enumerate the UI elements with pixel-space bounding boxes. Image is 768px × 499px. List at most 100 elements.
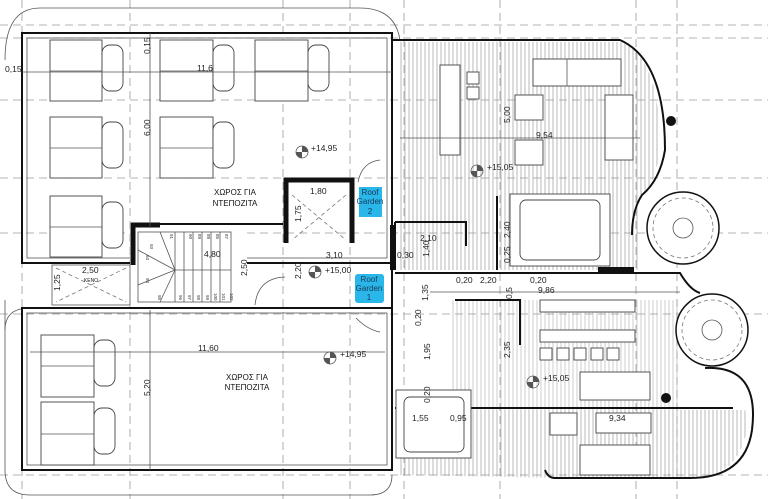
level-marker: +14,95 [323,349,367,365]
wc-room [390,196,498,270]
plan-label: 1,25 [52,274,62,291]
plan-label: 2,50 [82,265,99,275]
terrace-inner-wall [395,272,701,345]
lower-boundary [4,307,31,331]
plan-label: 89 [197,234,202,240]
level-markers: +14,95 +15,00 +14,95 +15,05 +15,05 [295,143,570,389]
room-label-storage-upper: ΝΤΕΠΟΖΙΤΑ [213,199,258,208]
door-swing [355,317,381,333]
bed [49,116,103,179]
void-opening: ΚΕΝΟ [51,264,131,306]
pillow [212,44,235,92]
plan-label: 1,55 [412,413,429,423]
pillow [101,121,124,169]
plan-label: 90 [188,234,193,240]
room-label-storage-lower: ΝΤΕΠΟΖΙΤΑ [225,383,270,392]
jacuzzi-basin [519,199,601,261]
plan-label: 1 [367,293,372,302]
plan-label: 94 [145,278,150,284]
plan-label: 9,86 [538,285,555,295]
plan-label: 0,15 [5,64,22,74]
beds-upper [49,39,330,258]
pillow [101,44,124,92]
plan-label: 0,30 [397,250,414,260]
pillow [212,121,235,169]
level-label: +15,05 [543,373,570,383]
level-label: +14,95 [340,349,367,359]
plan-label: Roof [361,275,379,284]
plan-label: 5,00 [502,106,512,123]
plan-label: 96 [178,295,183,301]
plan-label: 0,5 [504,287,514,299]
door-swing [254,276,286,306]
pillow [93,407,116,455]
plan-label: 2,50 [239,259,249,276]
level-label: +15,00 [325,265,352,275]
plan-label: 3,10 [326,250,343,260]
plan-label: 85 [215,234,220,240]
plan-label: 93 [145,255,150,261]
wall-block [598,267,634,274]
plan-label: 2 [368,207,373,216]
plan-label: 2,20 [480,275,497,285]
door-swing [357,159,381,183]
level-marker: +15,05 [470,162,514,178]
bed [159,116,214,179]
lift-shaft [283,177,355,243]
room-label-storage-upper: ΧΩΡΟΣ ΓΙΑ [214,188,257,197]
plan-label: 9,34 [609,413,626,423]
room-label-storage-lower: ΧΩΡΟΣ ΓΙΑ [226,373,269,382]
pillow [307,44,330,92]
plan-label: 100 [213,293,218,301]
level-marker: +14,95 [295,143,338,159]
stair-treads [137,231,231,303]
stair-flight [137,231,232,303]
plan-label: 0,95 [450,413,467,423]
plan-label: Roof [362,188,380,197]
terrace-furniture [439,58,652,476]
plan-label: 2,40 [502,221,512,238]
plan-label: 88 [206,234,211,240]
column-dot [661,393,671,403]
bed [40,401,95,466]
plan-label: 11,6 [197,63,213,73]
plan-label: 98 [196,295,201,301]
plan-label: 1,40 [421,240,431,257]
pillow [93,339,116,387]
plan-label: 91 [169,234,174,240]
plan-label: 87 [224,234,229,240]
plan-label: 2,35 [502,341,512,358]
terrace-lower-deck [398,410,747,478]
bed [159,39,214,102]
plan-label: 99 [205,295,210,301]
plan-label: 102 [229,293,234,301]
plan-label: 1,80 [310,186,327,196]
column-dot [666,116,676,126]
upper-boundary [4,7,401,61]
bed [254,39,309,102]
stair-wall [130,222,160,265]
staircase [130,222,283,306]
plan-label: 1,35 [420,284,430,301]
pillow [101,201,124,249]
plan-label: 95 [157,295,162,301]
plan-label: 2,10 [420,233,437,243]
storage-room-lower-inner [26,312,388,466]
plan-label: 9,54 [536,130,553,140]
plan-label: 4,80 [204,249,221,259]
bed [49,195,103,258]
plan-label: 0,20 [456,275,473,285]
terrace-curved-wall [392,39,667,236]
lower-boundary-bottom [4,300,393,496]
plan-label: 97 [187,295,192,301]
plan-label: 11,60 [198,343,219,353]
plan-label: 5,20 [142,379,152,396]
plan-label: 6,00 [142,119,152,136]
plan-label: 0,25 [502,246,512,263]
spiral-stair-upper [646,191,720,265]
plan-label: 1,95 [422,343,432,360]
plan-label: 1,75 [293,205,303,222]
spiral-stair-lower [675,293,749,367]
